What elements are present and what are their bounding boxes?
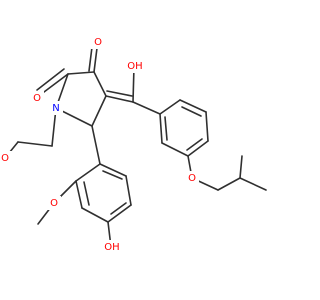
bond-b1-b2	[159, 99, 181, 115]
atom-o-methoxy-aryl-label: O	[50, 198, 58, 209]
bond-a1-a2	[75, 163, 101, 182]
bond-a2-a3-inner	[83, 181, 90, 206]
atom-oh-enol: OH	[121, 59, 149, 73]
bond-a5-a6	[125, 175, 132, 206]
bond-b6-b1-inner	[164, 116, 168, 141]
bond-b2-b3-inner	[181, 106, 202, 117]
bond-a3-a4	[81, 207, 109, 223]
atom-oh-enol-label: OH	[127, 61, 142, 72]
bond-c2-o-a	[39, 73, 69, 96]
bond-b4-b5-inner	[186, 138, 203, 151]
bond-ch2-ch2	[17, 141, 53, 147]
bond-c2-c3	[67, 71, 95, 75]
atom-n-ring-label: N	[52, 103, 59, 114]
bond-c4-c5	[91, 95, 107, 127]
atom-o-amide-label: O	[33, 93, 41, 104]
atom-o-ketone: O	[91, 35, 105, 49]
atom-o-amide: O	[30, 91, 44, 105]
atom-oh-phenol-label: OH	[104, 242, 119, 253]
atom-o-isobutoxy: O	[185, 171, 199, 185]
atom-o-ether-chain: O	[0, 151, 12, 165]
structure-diagram: O O N OH O O OH O	[0, 35, 267, 254]
bond-b4-b5	[187, 140, 209, 157]
bond-c3-c4	[93, 71, 107, 97]
bond-c2-o-b	[36, 68, 65, 91]
bond-a6-a1-inner	[102, 170, 123, 180]
bond-b3-b4	[205, 111, 209, 142]
bond-a2-a3	[75, 180, 83, 209]
bond-a6-a1	[99, 163, 127, 177]
bond-a4-a5-inner	[110, 202, 127, 215]
atom-n-ring: N	[49, 101, 63, 115]
bond-a4-a5	[107, 204, 132, 223]
bond-c5-aryl	[91, 125, 101, 165]
molecule-canvas: O O N OH O O OH O	[0, 35, 267, 254]
bond-b5-b6	[161, 142, 189, 157]
bond-b2-b3	[179, 99, 207, 113]
bond-exo-aryl	[132, 101, 161, 115]
bond-b6-b1	[159, 113, 163, 144]
atom-o-isobutoxy-label: O	[188, 173, 196, 184]
atom-o-methoxy-aryl: O	[47, 196, 61, 210]
bond-c4-exo-b	[106, 90, 133, 97]
atom-oh-phenol: OH	[98, 240, 126, 254]
atom-o-ether-chain-label: O	[1, 153, 9, 164]
bond-ch-ch3-a	[239, 177, 267, 191]
atom-o-ketone-label: O	[94, 37, 102, 48]
atom-label-layer: O O N OH O O OH O	[0, 35, 199, 254]
bond-ch-ch3-b	[239, 155, 243, 179]
bond-ch2-ch	[217, 177, 241, 191]
bond-c4-exo-a	[105, 95, 134, 103]
